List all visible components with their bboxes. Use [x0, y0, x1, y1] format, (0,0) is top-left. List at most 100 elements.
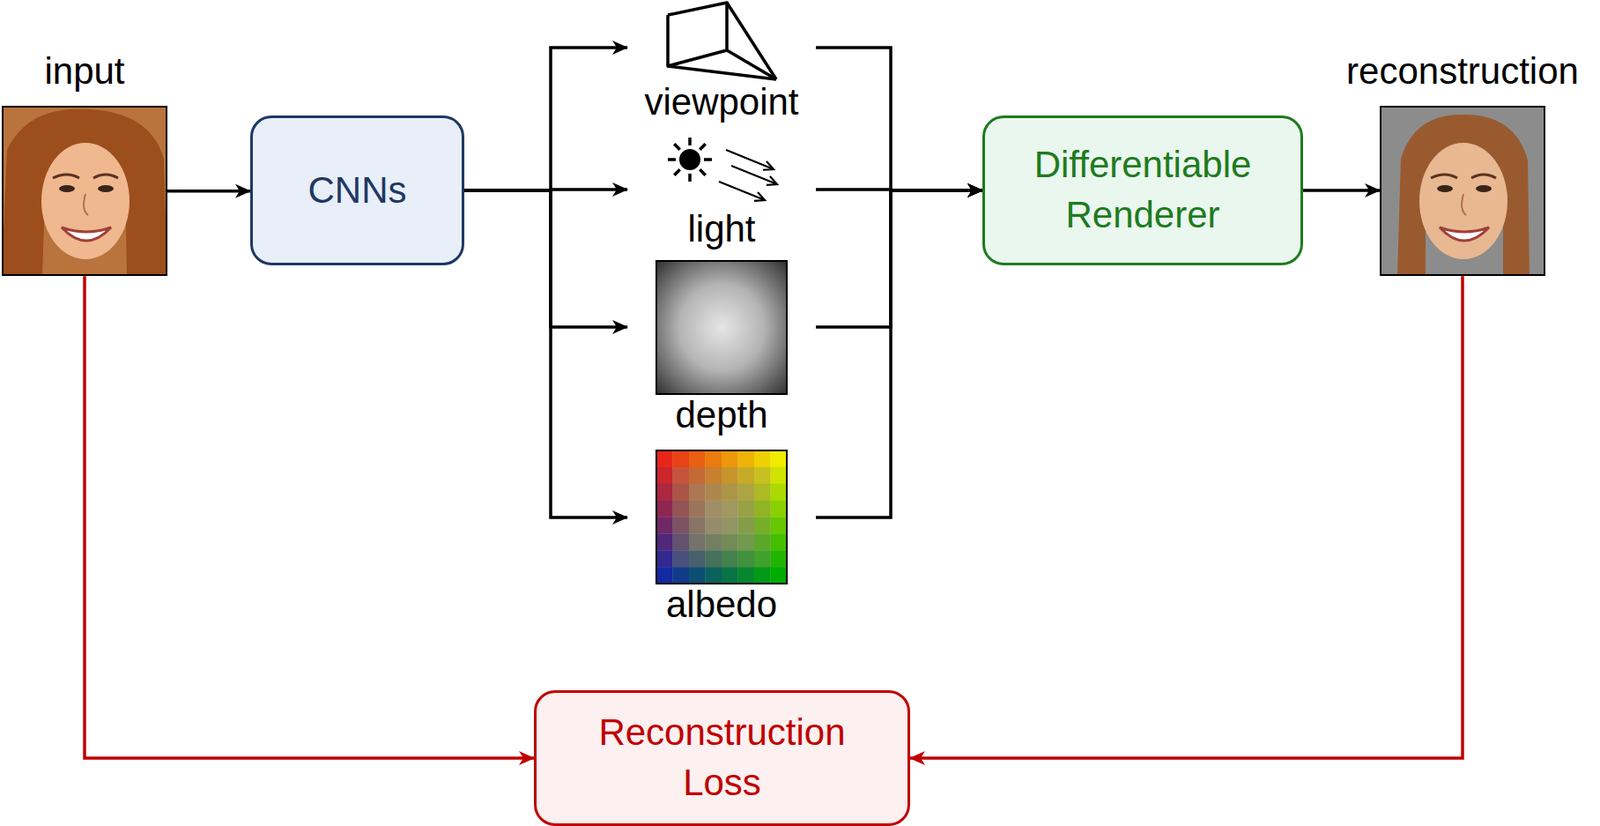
image-border	[2, 106, 167, 275]
light-icon	[662, 137, 781, 209]
albedo-cell	[721, 466, 739, 484]
albedo-cell	[770, 466, 788, 484]
network-box: CNNs	[250, 115, 465, 266]
albedo-cell	[754, 517, 771, 534]
sun-ray	[699, 143, 705, 149]
albedo-cell	[721, 450, 739, 467]
albedo-cell	[721, 483, 739, 501]
albedo-cell	[770, 500, 788, 518]
albedo-cell	[656, 517, 674, 534]
albedo-cell	[738, 549, 756, 567]
albedo-cell	[688, 500, 706, 518]
albedo-cell	[656, 549, 674, 567]
sun-ray	[674, 169, 680, 175]
connector-arrow	[464, 190, 628, 518]
albedo-image	[655, 449, 788, 585]
albedo-cell	[688, 566, 706, 584]
eye	[59, 185, 75, 193]
sun-disc	[679, 148, 701, 171]
brow	[93, 174, 119, 178]
connector-arrow	[464, 190, 628, 327]
viewpoint-output: viewpoint	[627, 0, 816, 123]
face-photo	[1, 105, 168, 276]
albedo-cell	[754, 450, 771, 467]
hair	[1397, 114, 1530, 276]
albedo-cell	[656, 566, 674, 584]
albedo-cell	[688, 483, 706, 501]
light-output: light	[627, 137, 816, 250]
albedo-cell	[738, 450, 756, 467]
albedo-cell	[705, 566, 723, 584]
albedo-cell	[673, 500, 690, 518]
albedo-cell	[656, 533, 674, 550]
sun-ray	[699, 169, 705, 175]
albedo-cell	[738, 533, 756, 550]
albedo-cell	[770, 566, 788, 584]
sun-ray	[667, 157, 676, 162]
albedo-cell	[705, 450, 723, 467]
albedo-cell	[688, 466, 706, 484]
albedo-border	[656, 450, 787, 584]
albedo-cell	[770, 549, 788, 567]
albedo-cell	[705, 483, 723, 501]
albedo-cell	[754, 500, 771, 518]
albedo-cell	[656, 500, 674, 518]
connector-arrow	[464, 47, 628, 191]
albedo-cell	[738, 500, 756, 518]
albedo-cell	[738, 566, 756, 584]
albedo-cell	[673, 517, 690, 534]
sun-ray	[688, 173, 692, 182]
albedo-cell	[721, 500, 739, 518]
sun-ray	[674, 143, 680, 149]
nose	[83, 193, 89, 215]
albedo-cell	[673, 466, 690, 484]
camera-frustum	[667, 2, 727, 67]
connector-arrow	[84, 275, 534, 758]
image-background	[1379, 105, 1546, 276]
albedo-cell	[656, 450, 674, 467]
face	[1419, 142, 1508, 260]
connector-arrow	[910, 275, 1463, 758]
albedo-cell	[688, 517, 706, 534]
albedo-cell	[705, 466, 723, 484]
item-label: reconstruction	[1346, 51, 1579, 92]
depth-image	[655, 259, 788, 395]
camera-frustum	[667, 66, 777, 80]
albedo-cell	[673, 483, 690, 501]
albedo-cell	[705, 549, 723, 567]
input-image: input	[1, 51, 168, 276]
face-photo	[1379, 105, 1546, 276]
albedo-cell	[738, 483, 756, 501]
albedo-cell	[770, 483, 788, 501]
image-border	[1380, 106, 1545, 275]
hair	[1, 109, 168, 276]
smile	[61, 227, 112, 241]
face	[41, 142, 130, 260]
albedo-cell	[754, 549, 771, 567]
brow	[1430, 174, 1458, 178]
albedo-cell	[673, 566, 690, 584]
depth-output: depth	[627, 259, 816, 436]
sun-ray	[688, 137, 692, 146]
brow	[1471, 174, 1497, 178]
loss-box: Reconstruction Loss	[533, 689, 911, 826]
box-label: Differentiable Renderer	[1010, 140, 1275, 240]
box-label: CNNs	[308, 165, 408, 216]
albedo-cell	[688, 450, 706, 467]
camera-icon	[664, 0, 779, 82]
albedo-cell	[705, 500, 723, 518]
camera-frustum	[726, 2, 777, 80]
albedo-cell	[705, 517, 723, 534]
albedo-cell	[754, 466, 771, 484]
light-ray	[718, 181, 765, 201]
eye	[1437, 185, 1453, 193]
eye	[97, 185, 114, 193]
connector-arrow	[815, 190, 983, 327]
albedo-cell	[754, 566, 771, 584]
smile	[1439, 227, 1489, 241]
item-label: albedo	[666, 584, 778, 625]
box-label: Reconstruction Loss	[577, 707, 868, 808]
albedo-cell	[656, 483, 674, 501]
albedo-cell	[754, 483, 771, 501]
albedo-output: albedo	[627, 449, 816, 625]
